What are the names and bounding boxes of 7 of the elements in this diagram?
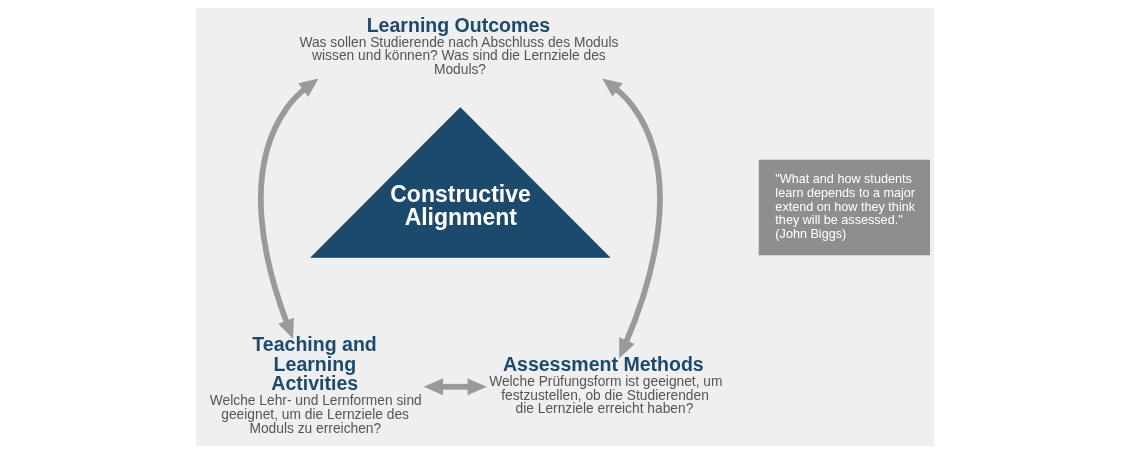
node-text: Learning Outcomes Was sollen Studierende nach Abschluss des Moduls wissen und können? Was sind die Lernziele des Moduls?: [299, 13, 619, 78]
arrow: [257, 78, 319, 339]
node-text: Teaching and Learning Activities Welche Lehr- und Lernformen sind geeignet, um die Lernziele des Moduls zu erreichen?: [209, 333, 422, 436]
arrow: [602, 78, 663, 359]
node-text: Assessment Methods Welche Prüfungsform ist geeignet, um festzustellen, ob die Studierenden die Lernziele erreicht haben?: [489, 352, 723, 417]
node-box: "What and how students learn depends to a major extend on how they think they will be assessed." (John Biggs): [758, 159, 930, 256]
arrow: [423, 378, 487, 396]
